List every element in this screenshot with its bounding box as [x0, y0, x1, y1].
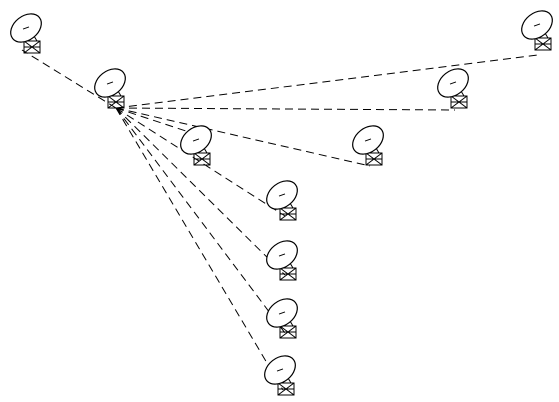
dish-column-1 [266, 180, 298, 221]
dish-column-2 [266, 240, 298, 281]
dish-center-upper [180, 125, 212, 166]
tower-icon [450, 90, 468, 109]
dish-column-4 [264, 355, 296, 396]
links-layer [21, 49, 539, 391]
satellite-dish-icon [266, 298, 298, 328]
link-dish-hub-to-dish-column-1 [115, 107, 286, 217]
dish-hub [94, 68, 126, 109]
dish-right-middle [352, 125, 384, 166]
link-dish-hub-to-dish-column-2 [115, 107, 286, 276]
dish-column-3 [266, 298, 298, 339]
link-dish-hub-to-dish-right-upper [115, 107, 456, 111]
dish-top-left [10, 13, 42, 54]
link-dish-hub-to-dish-right-middle [115, 107, 371, 167]
satellite-dish-icon [352, 125, 384, 155]
nodes-layer [10, 10, 553, 396]
link-dish-hub-to-dish-column-4 [115, 107, 284, 391]
tower-icon [277, 377, 295, 396]
satellite-dish-icon [10, 13, 42, 43]
link-dish-hub-to-dish-column-3 [115, 107, 286, 334]
link-dish-hub-to-dish-center-upper [115, 107, 199, 136]
dish-right-upper [437, 68, 469, 109]
dish-top-right [521, 10, 553, 51]
satellite-dish-icon [266, 240, 298, 270]
satellite-dish-icon [521, 10, 553, 40]
satellite-dish-icon [94, 68, 126, 98]
satellite-dish-icon [266, 180, 298, 210]
satellite-dish-icon [180, 125, 212, 155]
link-dish-hub-to-dish-top-left [21, 49, 117, 109]
satellite-dish-icon [437, 68, 469, 98]
link-dish-hub-to-dish-top-right [115, 54, 539, 109]
satellite-dish-icon [264, 355, 296, 385]
